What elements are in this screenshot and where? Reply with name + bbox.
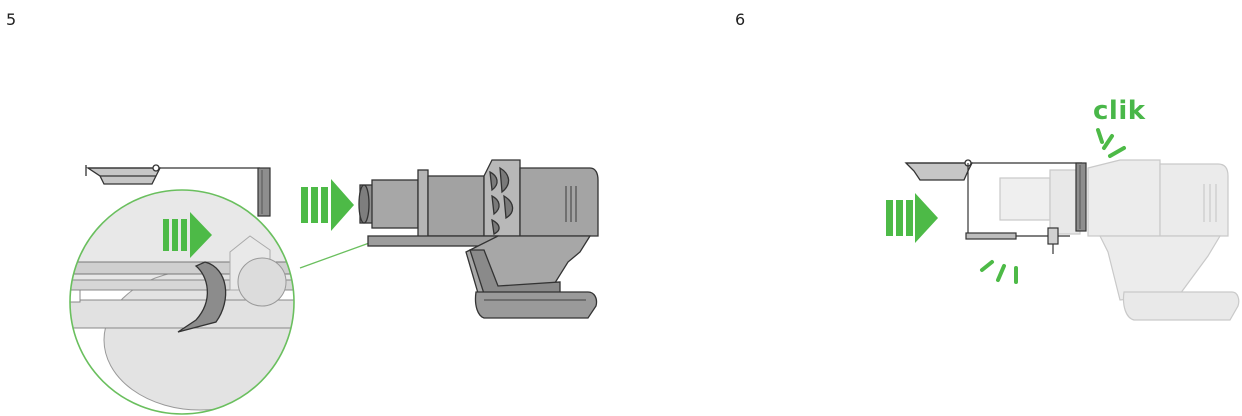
filter-plate [1075,162,1087,232]
vacuum-body-faded [999,159,1240,321]
filter-tray [904,159,1082,181]
detail-lens [69,189,295,415]
triple-arrow-icon [886,193,938,243]
step-5-illustration [69,159,599,415]
click-burst-icon [1096,128,1126,158]
filter-tray [85,164,260,185]
step-6-number: 6 [735,10,746,29]
triple-arrow-icon [301,179,354,231]
clip-frame [965,163,1070,254]
triple-arrow-icon [163,212,212,258]
vacuum-body [358,159,599,319]
click-sound-label: clik [1093,96,1146,126]
step-5-number: 5 [6,10,17,29]
detail-connector-line [299,241,373,269]
click-burst-icon [980,260,1018,284]
filter-plate [257,167,271,217]
step-6-illustration [886,128,1240,321]
